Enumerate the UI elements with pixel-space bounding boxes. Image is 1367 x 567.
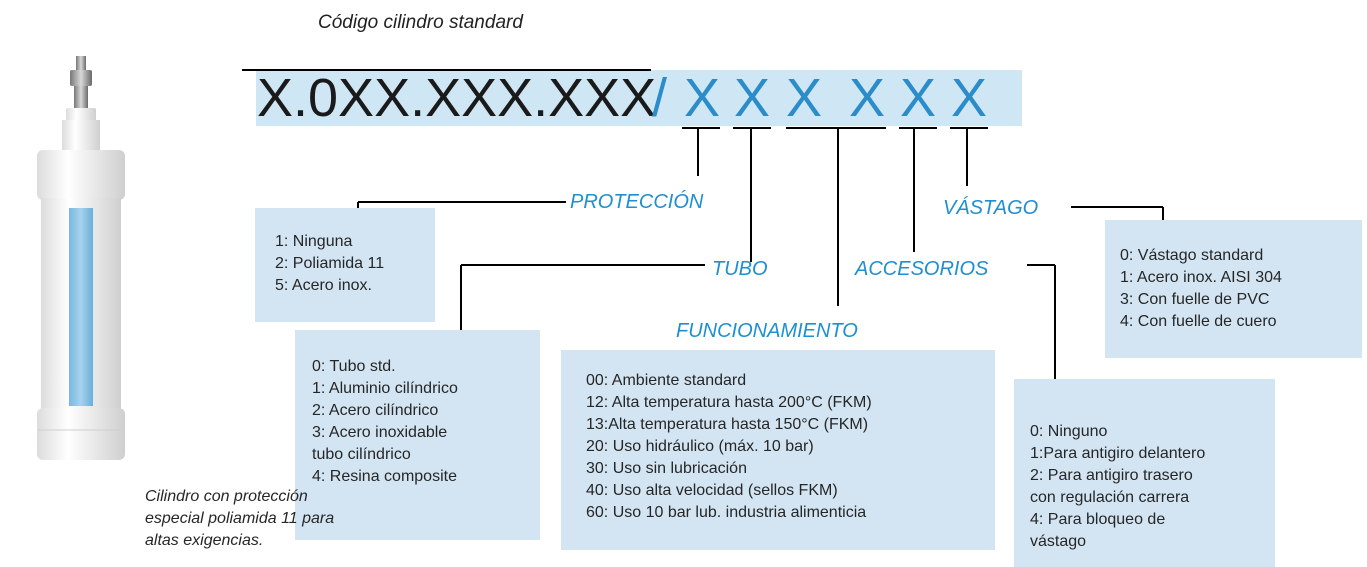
option-item: 40: Uso alta velocidad (sellos FKM) bbox=[586, 482, 838, 499]
caption-line: altas exigencias. bbox=[145, 532, 264, 549]
option-item: 3: Con fuelle de PVC bbox=[1120, 291, 1270, 308]
option-item: vástago bbox=[1030, 533, 1087, 550]
code-char-vastago: X bbox=[951, 68, 988, 128]
option-item: 00: Ambiente standard bbox=[586, 372, 747, 389]
options-box-accesorios: 0: Ninguno 1:Para antigiro delantero 2: … bbox=[1014, 379, 1275, 567]
code-char-tubo: X bbox=[734, 68, 771, 128]
option-item: 12: Alta temperatura hasta 200°C (FKM) bbox=[586, 394, 872, 411]
option-item: 2: Poliamida 11 bbox=[275, 255, 385, 272]
option-item: 0: Ninguno bbox=[1030, 423, 1108, 440]
option-item: 20: Uso hidráulico (máx. 10 bar) bbox=[586, 438, 814, 455]
option-item: con regulación carrera bbox=[1030, 489, 1190, 506]
label-vastago: VÁSTAGO bbox=[943, 197, 1039, 219]
label-accesorios: ACCESORIOS bbox=[855, 258, 989, 280]
options-box-tubo: 0: Tubo std. 1: Aluminio cilíndrico 2: A… bbox=[295, 330, 540, 540]
code-char-funcionamiento: X bbox=[786, 68, 823, 128]
option-item: 1:Para antigiro delantero bbox=[1030, 445, 1206, 462]
option-item: 4: Resina composite bbox=[312, 468, 457, 485]
code-base: X.0XX.XXX.XXX bbox=[257, 68, 657, 128]
code-char-proteccion: X bbox=[684, 68, 721, 128]
option-item: 0: Vástago standard bbox=[1120, 247, 1264, 264]
option-item: 5: Acero inox. bbox=[275, 277, 372, 294]
option-item: 4: Con fuelle de cuero bbox=[1120, 313, 1277, 330]
option-item: 3: Acero inoxidable bbox=[312, 424, 448, 441]
option-item: 2: Acero cilíndrico bbox=[312, 402, 439, 419]
label-funcionamiento: FUNCIONAMIENTO bbox=[676, 320, 858, 342]
option-item: 30: Uso sin lubricación bbox=[586, 460, 747, 477]
option-item: 13:Alta temperatura hasta 150°C (FKM) bbox=[586, 416, 869, 433]
code-slash: / bbox=[652, 68, 668, 128]
code-band bbox=[256, 70, 1022, 126]
caption-line: especial poliamida 11 para bbox=[145, 510, 335, 527]
options-box-proteccion: 1: Ninguna 2: Poliamida 11 5: Acero inox… bbox=[255, 208, 435, 322]
option-item: 2: Para antigiro trasero bbox=[1030, 467, 1193, 484]
option-item: 0: Tubo std. bbox=[312, 358, 396, 375]
label-proteccion: PROTECCIÓN bbox=[570, 191, 704, 213]
option-item: 1: Aluminio cilíndrico bbox=[312, 380, 458, 397]
option-item: 4: Para bloqueo de bbox=[1030, 511, 1166, 528]
code-char-accesorios: X bbox=[900, 68, 937, 128]
option-item: 1: Ninguna bbox=[275, 233, 353, 250]
caption-line: Cilindro con protección bbox=[145, 488, 308, 505]
code-char-funcionamiento-2: X bbox=[849, 68, 886, 128]
option-item: 60: Uso 10 bar lub. industria alimentici… bbox=[586, 504, 867, 521]
option-item: 1: Acero inox. AISI 304 bbox=[1120, 269, 1282, 286]
product-caption: Cilindro con protección especial poliami… bbox=[145, 486, 334, 552]
cylinder-illustration bbox=[37, 56, 125, 460]
label-tubo: TUBO bbox=[712, 258, 768, 280]
option-item: tubo cilíndrico bbox=[312, 446, 411, 463]
code-title: Código cilindro standard bbox=[318, 12, 523, 33]
options-box-vastago: 0: Vástago standard 1: Acero inox. AISI … bbox=[1105, 220, 1362, 358]
options-box-funcionamiento: 00: Ambiente standard 12: Alta temperatu… bbox=[561, 350, 995, 550]
